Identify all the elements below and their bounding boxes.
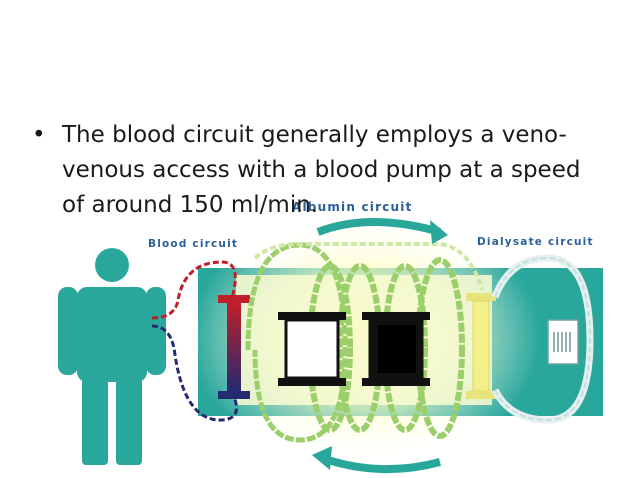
blood-filter <box>218 295 250 399</box>
blood-circuit-label: Blood circuit <box>148 238 238 250</box>
blood-line-venous <box>151 324 238 422</box>
charcoal-adsorber <box>278 312 346 386</box>
dialysate-circuit-label: Dialysate circuit <box>477 236 594 248</box>
top-flow-arrow <box>316 218 448 244</box>
albumin-circuit-label: Albumin circuit <box>292 200 413 214</box>
dialysate-filter <box>466 293 496 399</box>
dialysate-unit <box>547 319 579 365</box>
albumin-top-dash <box>253 242 484 291</box>
resin-adsorber <box>362 312 430 386</box>
blood-line-arterial <box>151 260 237 320</box>
bullet-text: The blood circuit generally employs a ve… <box>62 122 581 218</box>
bullet-marker: • <box>32 122 46 148</box>
bottom-flow-arrow <box>312 446 442 474</box>
patient-figure <box>58 248 166 465</box>
